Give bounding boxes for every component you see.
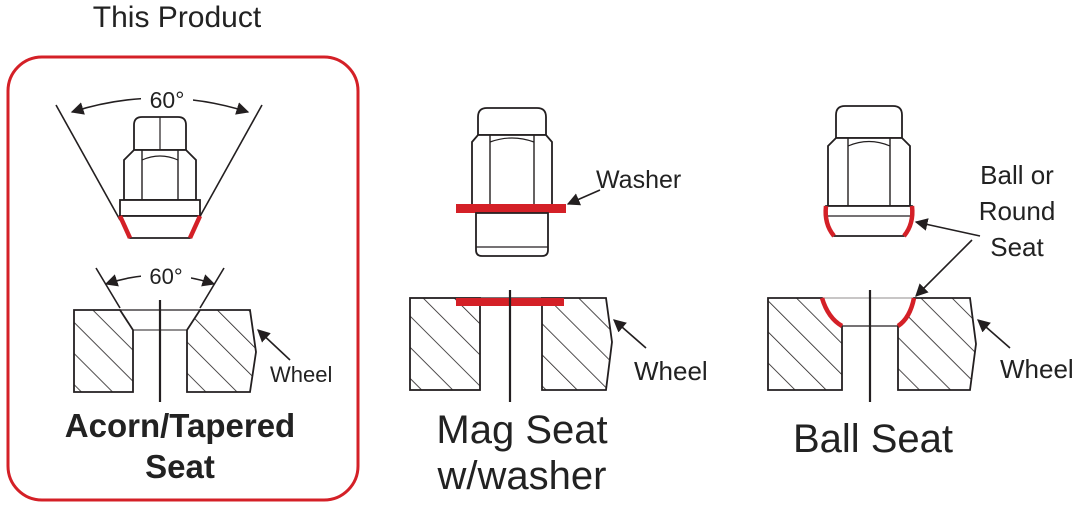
- acorn-taper-line-right: [197, 104, 263, 221]
- mag-washer: [456, 204, 566, 213]
- ball-wheel-label: Wheel: [1000, 354, 1074, 384]
- ball-seat-label-line1: Ball or: [980, 160, 1054, 190]
- ball-caption: Ball Seat: [793, 417, 953, 461]
- mag-caption-line1: Mag Seat: [436, 408, 607, 452]
- ball-seat-pointer-nut: [914, 218, 981, 237]
- mag-wheel-pointer: [613, 319, 647, 349]
- ball-seat-label-line2: Round: [979, 196, 1056, 226]
- ball-wheel-seat-right: [896, 297, 917, 328]
- acorn-taper-seat-left: [117, 215, 133, 239]
- ball-wheel-pointer: [977, 319, 1011, 349]
- acorn-caption-line2: Seat: [145, 448, 215, 485]
- ball-nut-seat-right: [902, 205, 915, 238]
- acorn-nut-angle-label: 60°: [150, 87, 185, 113]
- mag-caption-line2: w/washer: [437, 454, 607, 498]
- ball-nut-seat-left: [823, 205, 836, 238]
- mag-wheel-label: Wheel: [634, 356, 708, 386]
- ball-seat-pointer-wheel: [915, 239, 973, 297]
- this-product-highlight-box: [6, 55, 360, 502]
- mag-washer-pointer: [566, 189, 601, 206]
- ball-seat-label-line3: Seat: [990, 232, 1044, 262]
- mag-washer-label: Washer: [596, 166, 681, 194]
- ball-wheel-seat-left: [819, 297, 844, 328]
- this-product-label: This Product: [93, 1, 262, 34]
- mag-nut: Washer: [456, 107, 681, 257]
- acorn-taper-line-left: [55, 104, 121, 221]
- acorn-seat-angle-label: 60°: [149, 264, 182, 289]
- acorn-wheel-label: Wheel: [270, 362, 332, 387]
- acorn-nut: 60°: [55, 87, 263, 239]
- acorn-taper-seat-right: [187, 215, 203, 239]
- acorn-wheel-section: 60° Wheel: [73, 264, 332, 402]
- ball-wheel-section: Wheel: [767, 290, 1074, 402]
- acorn-wheel-pointer: [257, 329, 291, 361]
- acorn-caption-line1: Acorn/Tapered: [65, 407, 295, 444]
- mag-wheel-section: Wheel: [409, 290, 708, 402]
- ball-nut: [823, 105, 915, 238]
